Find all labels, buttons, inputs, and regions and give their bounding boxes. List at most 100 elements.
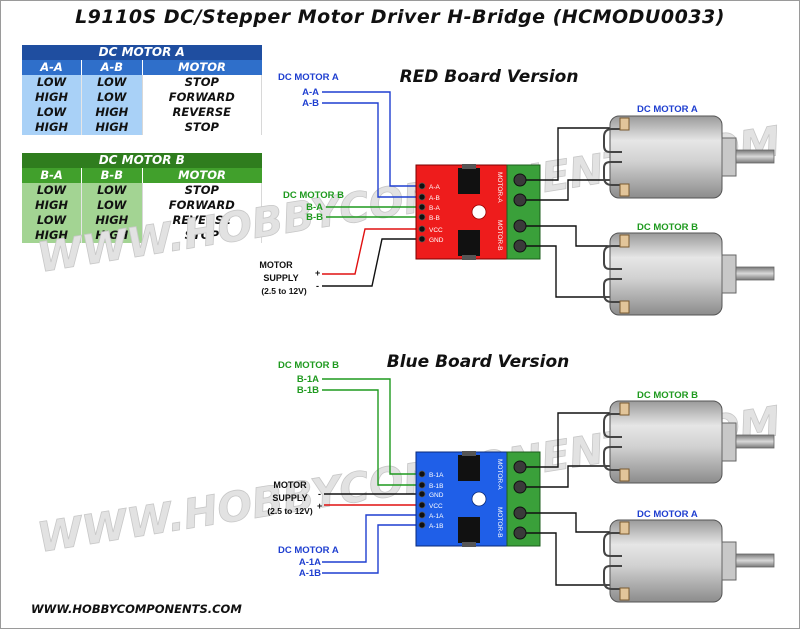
supply-range-label: (2.5 to 12V) <box>267 506 313 516</box>
input-label: B-A <box>306 202 323 213</box>
pin-label: VCC <box>429 227 443 234</box>
table-cell: FORWARD <box>141 198 263 213</box>
terminal-label: MOTOR-A <box>496 172 503 203</box>
table-cell: HIGH <box>81 213 143 228</box>
table-cell: REVERSE <box>141 105 263 120</box>
supply-label: SUPPLY <box>272 493 307 503</box>
wire-motor-outputs <box>526 412 624 586</box>
footer-url: WWW.HOBBYCOMPONENTS.COM <box>31 602 242 616</box>
input-label: B-B <box>306 212 323 223</box>
table-cell: LOW <box>81 198 143 213</box>
wire-motor-b-inputs <box>326 206 423 218</box>
wire-motor-b-inputs <box>322 378 423 486</box>
table-cell: HIGH <box>22 198 83 213</box>
input-label: B-1B <box>297 385 319 396</box>
pin-label: A-1B <box>429 523 443 530</box>
blue-driver-board <box>415 451 541 547</box>
pin-label: A-1A <box>429 513 444 520</box>
table-cell: STOP <box>141 183 263 198</box>
pin-label: GND <box>429 492 444 499</box>
motor-b-group-label: DC MOTOR B <box>278 360 339 371</box>
pin-label: B-1A <box>429 472 444 479</box>
input-label: A-A <box>302 87 319 98</box>
table-row: HIGH HIGH STOP <box>22 228 263 243</box>
table-cell: LOW <box>81 183 143 198</box>
input-label: A-B <box>302 98 319 109</box>
table-cell: LOW <box>22 105 83 120</box>
table-cell: FORWARD <box>141 90 263 105</box>
column-header: A-A <box>22 60 82 75</box>
table-row: LOW LOW STOP <box>22 75 263 90</box>
table-cell: LOW <box>22 183 83 198</box>
supply-range-label: (2.5 to 12V) <box>261 286 307 296</box>
table-caption: DC MOTOR A <box>22 45 262 60</box>
table-row: LOW HIGH REVERSE <box>22 213 263 228</box>
truth-table-motor-a: DC MOTOR A A-A A-B MOTOR LOW LOW STOP HI… <box>22 45 263 135</box>
wire-motor-a-inputs <box>322 514 423 574</box>
supply-label: SUPPLY <box>263 273 298 283</box>
wire-motor-outputs <box>526 127 624 298</box>
motor-a-group-label: DC MOTOR A <box>278 545 339 556</box>
pin-label: B-B <box>429 215 440 222</box>
motor-label: DC MOTOR A <box>637 509 698 520</box>
table-cell: HIGH <box>22 90 83 105</box>
table-cell: LOW <box>22 213 83 228</box>
pin-label: GND <box>429 237 444 244</box>
table-cell: STOP <box>141 120 263 135</box>
truth-table-motor-b: DC MOTOR B B-A B-B MOTOR LOW LOW STOP HI… <box>22 153 263 243</box>
column-header: MOTOR <box>141 60 262 75</box>
supply-label: MOTOR <box>259 260 293 270</box>
motor-b-group-label: DC MOTOR B <box>283 190 344 201</box>
wire-supply-positive <box>322 228 423 275</box>
pin-label: VCC <box>429 503 443 510</box>
table-cell: REVERSE <box>141 213 263 228</box>
dc-motor <box>603 232 775 316</box>
dc-motor <box>603 519 775 603</box>
motor-label: DC MOTOR B <box>637 222 698 233</box>
table-cell: HIGH <box>22 120 83 135</box>
motor-label: DC MOTOR A <box>637 104 698 115</box>
red-board-heading: RED Board Version <box>400 67 579 87</box>
input-label: A-1B <box>299 568 321 579</box>
pin-label: A-B <box>429 195 440 202</box>
table-row: LOW HIGH REVERSE <box>22 105 263 120</box>
wire-motor-a-inputs <box>322 91 423 198</box>
table-row: HIGH LOW FORWARD <box>22 90 263 105</box>
column-header: B-B <box>81 168 143 183</box>
table-cell: STOP <box>141 228 263 243</box>
table-cell: HIGH <box>81 228 143 243</box>
table-cell: LOW <box>81 75 143 90</box>
column-header: B-A <box>22 168 82 183</box>
terminal-label: MOTOR-B <box>496 220 503 251</box>
table-row: HIGH LOW FORWARD <box>22 198 263 213</box>
motor-a-group-label: DC MOTOR A <box>278 72 339 83</box>
pin-label: B-1B <box>429 483 443 490</box>
supply-minus-sign: - <box>316 281 319 291</box>
table-cell: HIGH <box>81 120 143 135</box>
red-driver-board <box>415 164 541 260</box>
blue-board-heading: Blue Board Version <box>387 352 569 372</box>
table-cell: LOW <box>22 75 83 90</box>
supply-label: MOTOR <box>273 480 307 490</box>
input-label: A-1A <box>299 557 321 568</box>
terminal-label: MOTOR-A <box>496 459 503 490</box>
supply-plus-sign: + <box>317 501 322 511</box>
table-cell: STOP <box>141 75 263 90</box>
column-header: MOTOR <box>141 168 262 183</box>
table-row: HIGH HIGH STOP <box>22 120 263 135</box>
table-caption: DC MOTOR B <box>22 153 262 168</box>
table-cell: HIGH <box>22 228 83 243</box>
table-cell: HIGH <box>81 105 143 120</box>
input-label: B-1A <box>297 374 319 385</box>
table-cell: LOW <box>81 90 143 105</box>
pin-label: B-A <box>429 205 441 212</box>
terminal-label: MOTOR-B <box>496 507 503 538</box>
page-title: L9110S DC/Stepper Motor Driver H-Bridge … <box>75 6 725 28</box>
column-header: A-B <box>81 60 143 75</box>
supply-minus-sign: - <box>318 489 321 499</box>
motor-label: DC MOTOR B <box>637 390 698 401</box>
table-row: LOW LOW STOP <box>22 183 263 198</box>
pin-label: A-A <box>429 184 441 191</box>
supply-plus-sign: + <box>315 268 320 278</box>
